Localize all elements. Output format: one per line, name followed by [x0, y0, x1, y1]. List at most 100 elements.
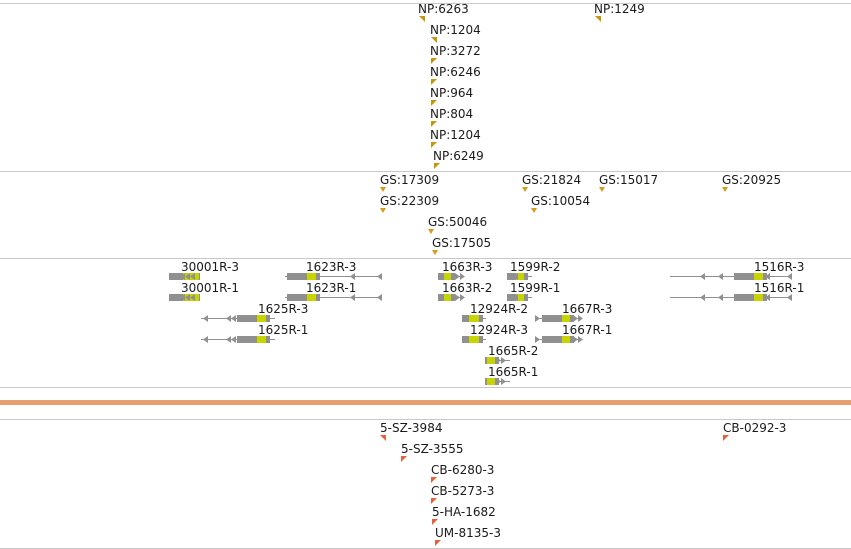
gs-marker[interactable]: GS:15017 [599, 173, 658, 192]
gene-model[interactable]: 30001R-1 [169, 281, 239, 301]
strand-arrow-icon [170, 294, 175, 301]
strand-arrow-icon [573, 336, 578, 343]
marker-flag-icon[interactable] [431, 142, 437, 148]
strand-arrow-icon [170, 273, 175, 280]
strand-arrow-icon [573, 315, 578, 322]
marker-flag-icon[interactable] [434, 163, 440, 169]
strand-arrow-icon [462, 336, 467, 343]
gene-model[interactable]: 12924R-3 [462, 323, 528, 343]
marker-flag-icon[interactable] [419, 16, 425, 22]
gs-marker[interactable]: GS:10054 [531, 194, 590, 213]
gene-exon [444, 294, 451, 301]
gs-marker[interactable]: GS:22309 [380, 194, 439, 213]
strain-marker[interactable]: 5-SZ-3984 [380, 421, 442, 441]
strand-arrow-icon [377, 273, 382, 280]
strain-marker-label: 5-HA-1682 [432, 505, 496, 519]
strand-arrow-icon [238, 336, 243, 343]
marker-flag-icon[interactable] [431, 37, 437, 43]
marker-flag-icon[interactable] [431, 58, 437, 64]
gene-model[interactable]: 30001R-3 [169, 260, 239, 280]
gs-marker[interactable]: GS:21824 [522, 173, 581, 192]
marker-flag-icon[interactable] [401, 456, 407, 462]
gene-body [287, 273, 320, 280]
strain-marker[interactable]: 5-HA-1682 [432, 505, 496, 525]
marker-flag-icon[interactable] [431, 100, 437, 106]
gene-model[interactable]: 1667R-3 [535, 302, 612, 322]
gene-model[interactable]: 1516R-3 [670, 260, 804, 280]
gene-model[interactable]: 1665R-2 [485, 344, 538, 364]
gene-model[interactable]: 1663R-2 [438, 281, 492, 301]
marker-flag-icon[interactable] [599, 187, 605, 192]
strain-marker[interactable]: CB-5273-3 [431, 484, 494, 504]
gene-label: 1663R-2 [442, 281, 492, 295]
marker-flag-icon[interactable] [722, 187, 728, 192]
gene-exon [754, 273, 763, 280]
strain-marker[interactable]: CB-6280-3 [431, 463, 494, 483]
marker-flag-icon[interactable] [431, 121, 437, 127]
marker-flag-icon[interactable] [431, 79, 437, 85]
gene-label: 1665R-2 [488, 344, 538, 358]
strain-marker[interactable]: UM-8135-3 [435, 526, 501, 546]
strand-arrow-icon [462, 315, 467, 322]
np-marker[interactable]: NP:1249 [594, 2, 645, 22]
gene-model[interactable]: 1625R-3 [201, 302, 308, 322]
strain-marker-label: 5-SZ-3555 [401, 442, 463, 456]
marker-flag-icon[interactable] [531, 208, 537, 213]
gene-model[interactable]: 12924R-2 [462, 302, 528, 322]
marker-flag-icon[interactable] [432, 519, 438, 525]
np-marker[interactable]: NP:6246 [430, 65, 481, 85]
gene-model[interactable]: 1516R-1 [670, 281, 804, 301]
gene-body [237, 315, 270, 322]
marker-flag-icon[interactable] [435, 540, 441, 546]
marker-flag-icon[interactable] [428, 229, 434, 234]
strand-arrow-icon [501, 378, 506, 385]
gene-model[interactable]: 1625R-1 [201, 323, 308, 343]
np-marker-label: NP:6263 [418, 2, 469, 16]
gene-model[interactable]: 1623R-3 [285, 260, 382, 280]
gene-body [542, 315, 574, 322]
gene-label: 1625R-3 [258, 302, 308, 316]
np-marker[interactable]: NP:6263 [418, 2, 469, 22]
gene-exon [307, 294, 316, 301]
np-marker[interactable]: NP:964 [430, 86, 473, 106]
gs-marker-label: GS:17505 [432, 236, 491, 250]
marker-flag-icon[interactable] [380, 435, 386, 441]
gs-marker-label: GS:20925 [722, 173, 781, 187]
strand-arrow-icon [496, 378, 501, 385]
marker-flag-icon[interactable] [432, 250, 438, 255]
np-marker[interactable]: NP:804 [430, 107, 473, 127]
marker-flag-icon[interactable] [380, 187, 386, 192]
marker-flag-icon[interactable] [380, 208, 386, 213]
strand-arrow-icon [496, 357, 501, 364]
marker-flag-icon[interactable] [431, 498, 437, 504]
np-marker[interactable]: NP:3272 [430, 44, 481, 64]
gene-label: 12924R-3 [470, 323, 528, 337]
strand-arrow-icon [535, 315, 540, 322]
strain-marker[interactable]: CB-0292-3 [723, 421, 786, 441]
gene-model[interactable]: 1623R-1 [285, 281, 382, 301]
gene-model[interactable]: 1663R-3 [438, 260, 492, 280]
gene-model[interactable]: 1599R-2 [507, 260, 560, 280]
np-marker[interactable]: NP:1204 [430, 128, 481, 148]
gene-model[interactable]: 1599R-1 [507, 281, 560, 301]
gs-marker[interactable]: GS:17309 [380, 173, 439, 192]
strand-arrow-icon [377, 294, 382, 301]
strand-arrow-icon [350, 273, 355, 280]
marker-flag-icon[interactable] [595, 16, 601, 22]
gene-model[interactable]: 1665R-1 [485, 365, 538, 385]
gene-label: 1667R-1 [562, 323, 612, 337]
strain-marker-track: 5-SZ-3984 CB-0292-3 5-SZ-3555CB-6280-3CB-5… [380, 421, 786, 546]
marker-flag-icon[interactable] [522, 187, 528, 192]
np-marker[interactable]: NP:6249 [433, 149, 484, 169]
strain-marker[interactable]: 5-SZ-3555 [401, 442, 463, 462]
gs-marker[interactable]: GS:20925 [722, 173, 781, 192]
gs-marker[interactable]: GS:17505 [432, 236, 491, 255]
strand-arrow-icon [175, 294, 180, 301]
marker-flag-icon[interactable] [431, 477, 437, 483]
gene-model[interactable]: 1667R-1 [535, 323, 612, 343]
strand-arrow-icon [700, 294, 705, 301]
gs-marker[interactable]: GS:50046 [428, 215, 487, 234]
marker-flag-icon[interactable] [723, 435, 729, 441]
np-marker[interactable]: NP:1204 [430, 23, 481, 43]
